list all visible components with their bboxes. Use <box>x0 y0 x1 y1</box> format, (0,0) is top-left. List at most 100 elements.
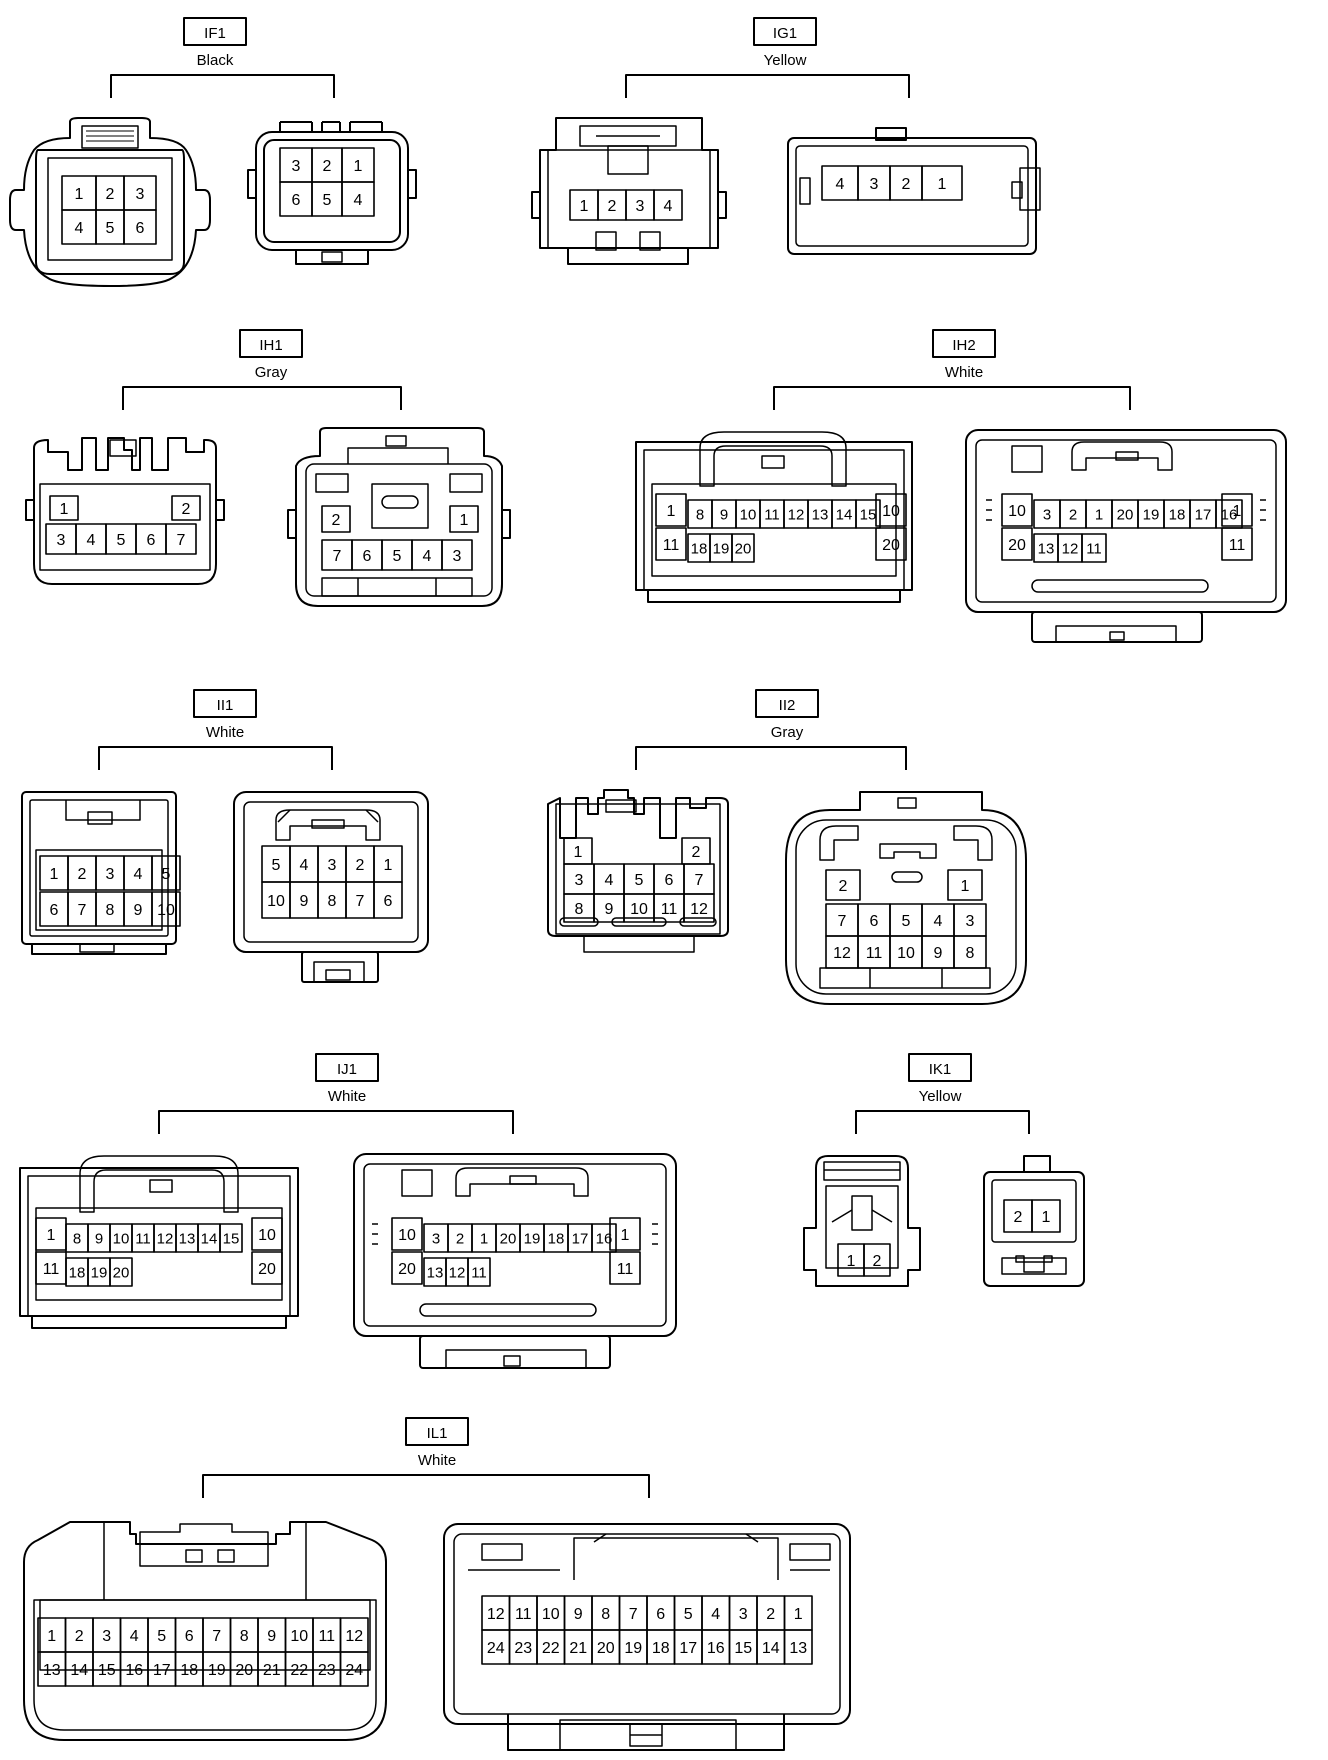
connector-ih2-view-a <box>635 431 913 603</box>
pin-number-ii2-3: 3 <box>966 913 975 930</box>
pin-cell-ih1-2 <box>171 495 201 521</box>
pin-number-ii2-5: 5 <box>902 913 911 930</box>
connector-ih2-view-b <box>965 429 1287 643</box>
pin-cell-ii1-10 <box>151 891 181 927</box>
pin-number-ih1-6: 6 <box>147 532 156 549</box>
pin-number-ii1-10: 10 <box>157 902 175 919</box>
pin-number-ij1-12: 12 <box>449 1264 466 1281</box>
connector-il1: IL1 White <box>23 1417 851 1751</box>
pin-number-ij1-19: 19 <box>524 1230 541 1247</box>
pin-number-il1-12: 12 <box>345 1628 363 1645</box>
pin-number-if1-6: 6 <box>292 192 301 209</box>
pin-number-ij1-1: 1 <box>480 1230 488 1247</box>
pin-number-ii2-6: 6 <box>665 872 674 889</box>
pin-number-il1-21: 21 <box>263 1662 281 1679</box>
pin-number-ih2-17: 17 <box>1195 506 1212 523</box>
pin-number-ii2-6: 6 <box>870 913 879 930</box>
connector-ij1-bracket <box>158 1110 514 1134</box>
pin-number-ii1-1: 1 <box>50 866 59 883</box>
connector-ii1-label-box <box>193 689 257 718</box>
pin-number-if1-3: 3 <box>292 158 301 175</box>
pin-number-il1-19: 19 <box>208 1662 226 1679</box>
pin-number-ig1-3: 3 <box>870 176 879 193</box>
connector-ih1-view-b <box>287 427 511 607</box>
pin-number-il1-8: 8 <box>240 1628 249 1645</box>
pin-number-if1-5: 5 <box>106 220 115 237</box>
pin-number-il1-6: 6 <box>656 1606 665 1623</box>
connector-ih2-color: White <box>945 364 983 381</box>
pin-number-il1-1: 1 <box>794 1606 803 1623</box>
pin-number-ih2-11: 11 <box>764 506 780 523</box>
pin-number-ih1-3: 3 <box>57 532 66 549</box>
pin-number-ij1-20: 20 <box>500 1230 517 1247</box>
pin-number-ih1-3: 3 <box>453 548 462 565</box>
pin-number-ih2-11: 11 <box>1086 540 1102 557</box>
connector-ik1-label: IK1 <box>929 1061 952 1078</box>
pin-cell-ii2-1 <box>947 869 983 901</box>
pin-cell-ih2-10 <box>875 493 907 527</box>
pin-number-if1-6: 6 <box>136 220 145 237</box>
pin-number-ih2-9: 9 <box>720 506 728 523</box>
pin-number-ij1-19: 19 <box>91 1264 108 1281</box>
connector-if1: IF1 Black <box>9 17 417 287</box>
pin-number-ij1-11: 11 <box>43 1261 60 1278</box>
pin-number-il1-2: 2 <box>766 1606 775 1623</box>
connector-ih1-view-a <box>25 437 225 585</box>
pin-cell-ih2-15 <box>855 499 881 529</box>
connector-ik1-view-a <box>803 1155 921 1287</box>
pin-number-ij1-1: 1 <box>621 1227 630 1244</box>
pin-cell-ij1-16 <box>591 1223 617 1253</box>
pin-cell-ii2-8 <box>953 935 987 969</box>
pin-number-il1-24: 24 <box>345 1662 363 1679</box>
pin-number-ih2-13: 13 <box>1038 540 1055 557</box>
pin-cell-ij1-20 <box>251 1251 283 1285</box>
pin-number-il1-5: 5 <box>684 1606 693 1623</box>
pin-number-ii2-11: 11 <box>866 945 883 962</box>
connector-ij1-color: White <box>328 1088 366 1105</box>
pin-number-il1-4: 4 <box>711 1606 720 1623</box>
pin-number-ij1-9: 9 <box>95 1230 103 1247</box>
pin-number-ii1-8: 8 <box>328 893 337 910</box>
connector-ig1-view-a <box>531 117 727 265</box>
pin-number-ij1-10: 10 <box>258 1227 276 1244</box>
connector-ig1-label: IG1 <box>773 25 797 42</box>
pin-number-ig1-2: 2 <box>608 198 617 215</box>
pin-number-ih1-1: 1 <box>460 512 469 529</box>
connector-ih2-label: IH2 <box>952 337 975 354</box>
connector-if1-label: IF1 <box>204 25 226 42</box>
pin-number-ij1-13: 13 <box>427 1264 444 1281</box>
pin-cell-ii1-5 <box>151 855 181 891</box>
pin-number-ii2-1: 1 <box>961 878 970 895</box>
pin-number-ij1-12: 12 <box>157 1230 174 1247</box>
pin-cell-ij1-1 <box>609 1217 641 1251</box>
connector-il1-label: IL1 <box>427 1425 448 1442</box>
pin-cell-ih2-20 <box>731 533 755 563</box>
pin-number-ij1-10: 10 <box>398 1227 416 1244</box>
pin-number-ij1-17: 17 <box>572 1230 589 1247</box>
pin-number-ii2-8: 8 <box>966 945 975 962</box>
pin-number-il1-20: 20 <box>235 1662 253 1679</box>
pin-number-ih2-20: 20 <box>1008 537 1026 554</box>
pin-number-ij1-20: 20 <box>398 1261 416 1278</box>
pin-number-il1-22: 22 <box>542 1640 560 1657</box>
pin-number-ii2-3: 3 <box>575 872 584 889</box>
pin-number-ih2-16: 16 <box>1221 506 1238 523</box>
pin-number-ih2-3: 3 <box>1043 506 1051 523</box>
connector-ii1-view-b <box>233 791 429 983</box>
pin-number-ih2-10: 10 <box>882 503 900 520</box>
pin-number-ii2-7: 7 <box>838 913 847 930</box>
pin-number-il1-2: 2 <box>75 1628 84 1645</box>
pin-number-il1-4: 4 <box>130 1628 139 1645</box>
pin-number-if1-5: 5 <box>323 192 332 209</box>
pin-number-ii1-4: 4 <box>300 857 309 874</box>
pin-number-il1-22: 22 <box>290 1662 308 1679</box>
connector-ik1: IK1 Yellow <box>803 1053 1085 1287</box>
pin-number-ih2-19: 19 <box>713 540 730 557</box>
pin-number-ij1-20: 20 <box>258 1261 276 1278</box>
pin-number-ii1-5: 5 <box>272 857 281 874</box>
connector-ii2-view-b <box>785 791 1027 1005</box>
pin-cell-if1-4 <box>341 181 375 217</box>
pin-cell-ik1-2 <box>863 1243 891 1277</box>
pin-number-ig1-1: 1 <box>938 176 947 193</box>
pin-number-ih2-13: 13 <box>812 506 829 523</box>
